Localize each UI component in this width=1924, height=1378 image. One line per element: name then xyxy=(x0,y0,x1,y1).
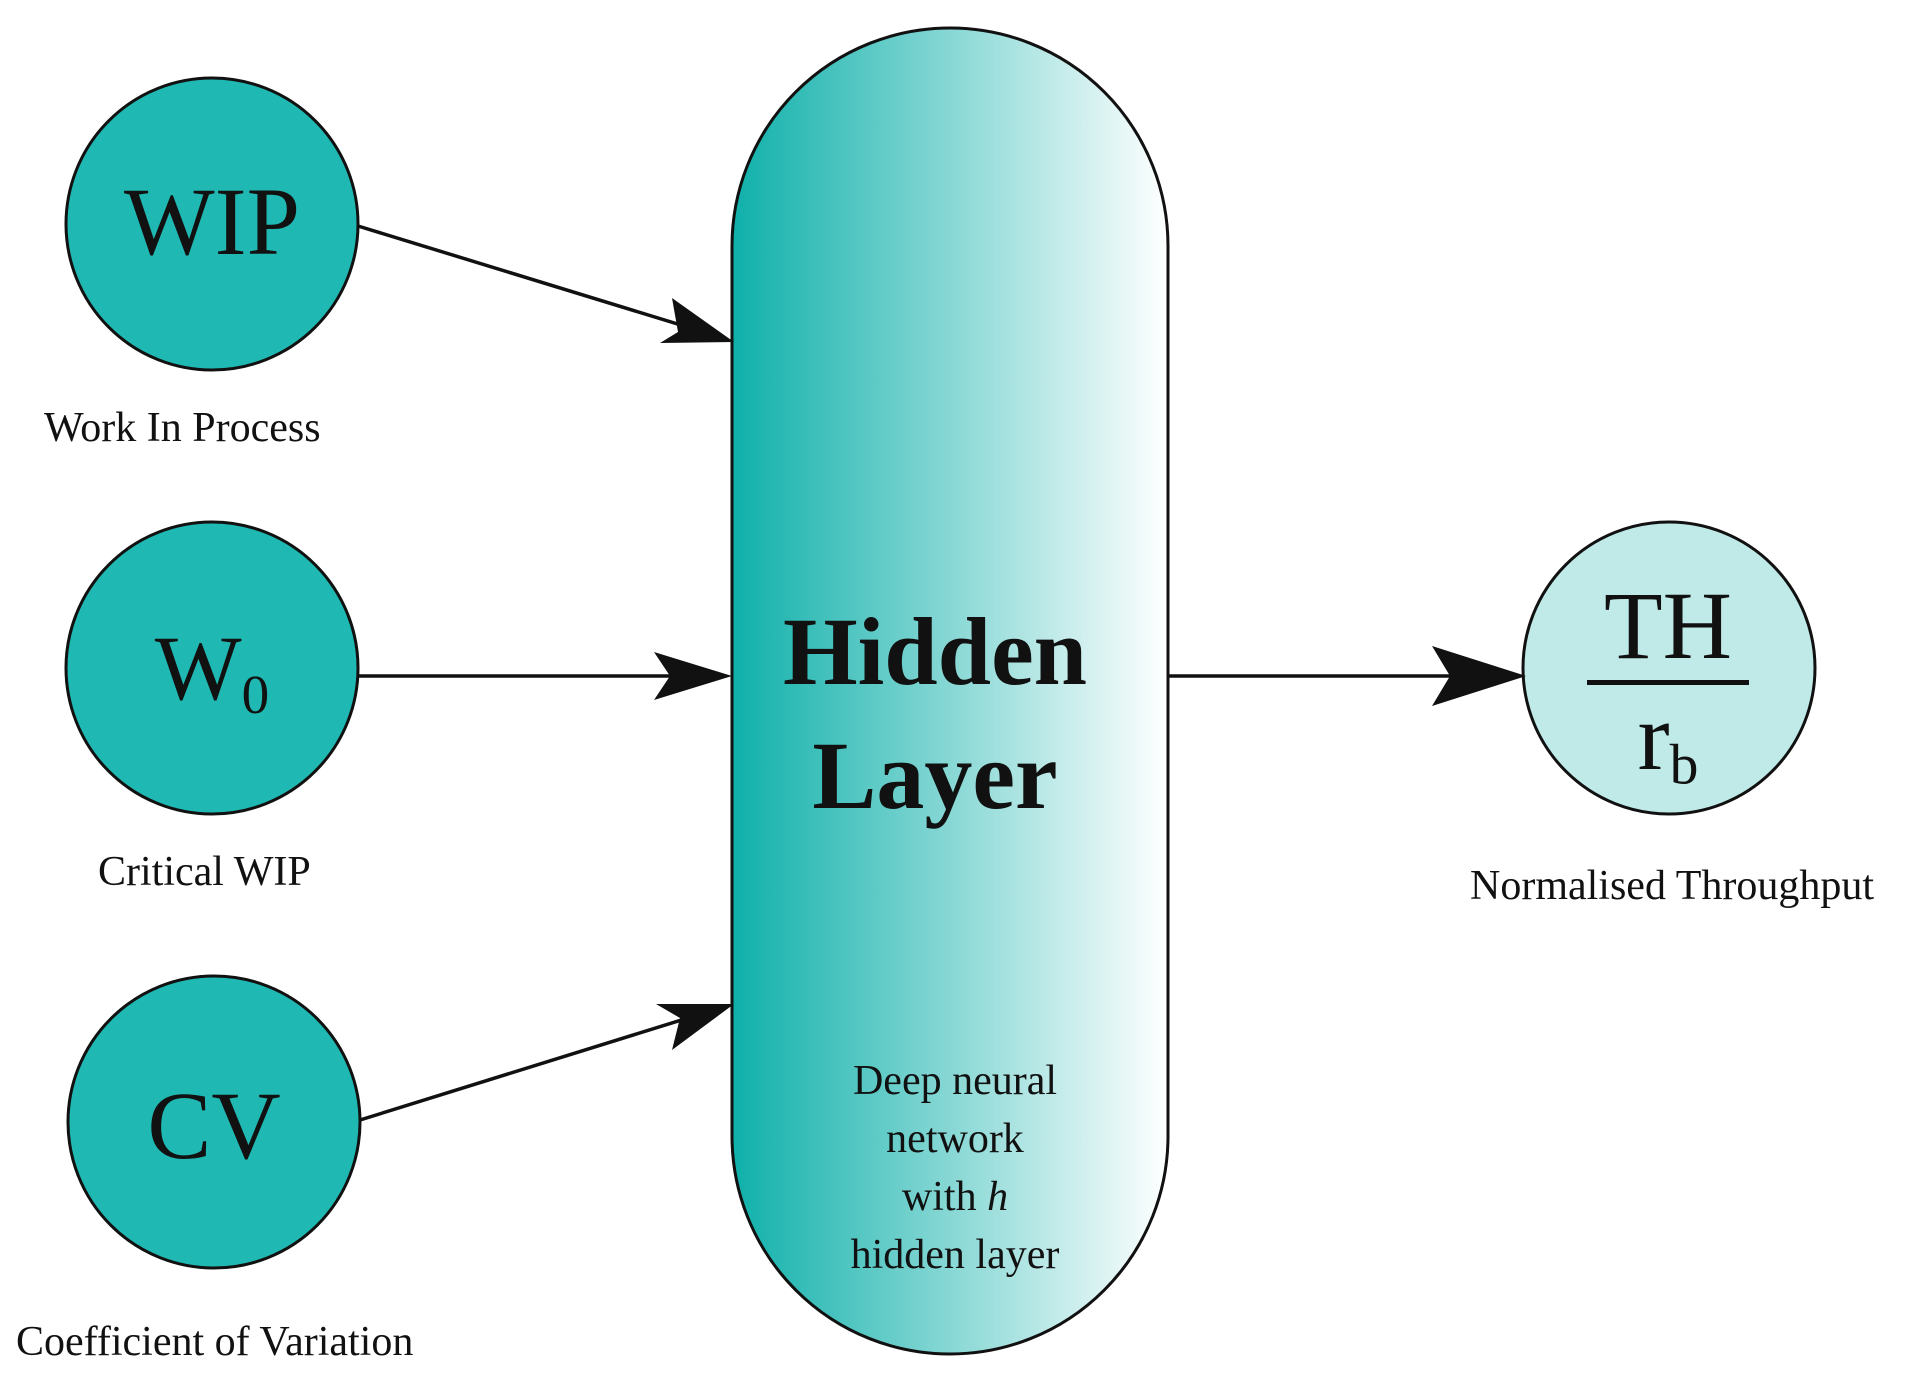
hidden-desc-line3: with h xyxy=(790,1168,1120,1226)
fraction-bar xyxy=(1587,680,1749,685)
output-denominator: rb xyxy=(1580,689,1756,813)
cv-label: Coefficient of Variation xyxy=(16,1319,414,1365)
output-numerator: TH xyxy=(1604,572,1732,679)
w0-symbol-main: W xyxy=(154,617,242,719)
cv-symbol: CV xyxy=(147,1072,281,1179)
output-denominator-main: r xyxy=(1637,683,1670,790)
hidden-layer-box xyxy=(730,26,1170,1356)
output-node xyxy=(1521,520,1817,816)
hidden-layer-description: Deep neural network with h hidden layer xyxy=(790,1052,1120,1284)
hidden-desc-line2: network xyxy=(886,1116,1024,1162)
connector-wip-hidden xyxy=(357,224,721,339)
hidden-desc-var-h: h xyxy=(987,1174,1009,1220)
w0-symbol: W0 xyxy=(92,618,332,745)
input-node-cv xyxy=(66,974,362,1270)
wip-symbol: WIP xyxy=(124,168,300,275)
hidden-title-line1: Hidden xyxy=(782,598,1088,705)
output-label: Normalised Throughput xyxy=(1470,863,1875,909)
hidden-desc-line1: Deep neural xyxy=(852,1058,1058,1104)
arrowhead-wip xyxy=(660,298,734,343)
connector-cv-hidden xyxy=(359,1006,721,1122)
w0-label: Critical WIP xyxy=(98,849,311,895)
arrowhead-w0 xyxy=(654,652,732,700)
hidden-desc-line4: hidden layer xyxy=(850,1232,1060,1278)
arrowhead-cv xyxy=(656,1004,734,1050)
arrowhead-output xyxy=(1432,646,1526,706)
input-node-wip xyxy=(64,76,360,372)
input-node-w0 xyxy=(64,520,360,816)
output-fraction: TH rb xyxy=(1580,578,1756,813)
hidden-layer-title: Hidden Layer xyxy=(740,590,1130,838)
hidden-title-line2: Layer xyxy=(812,722,1058,829)
wip-label: Work In Process xyxy=(44,405,321,451)
output-denominator-subscript: b xyxy=(1669,733,1699,797)
hidden-desc-line3-prefix: with xyxy=(901,1174,988,1220)
w0-symbol-subscript: 0 xyxy=(241,663,270,725)
